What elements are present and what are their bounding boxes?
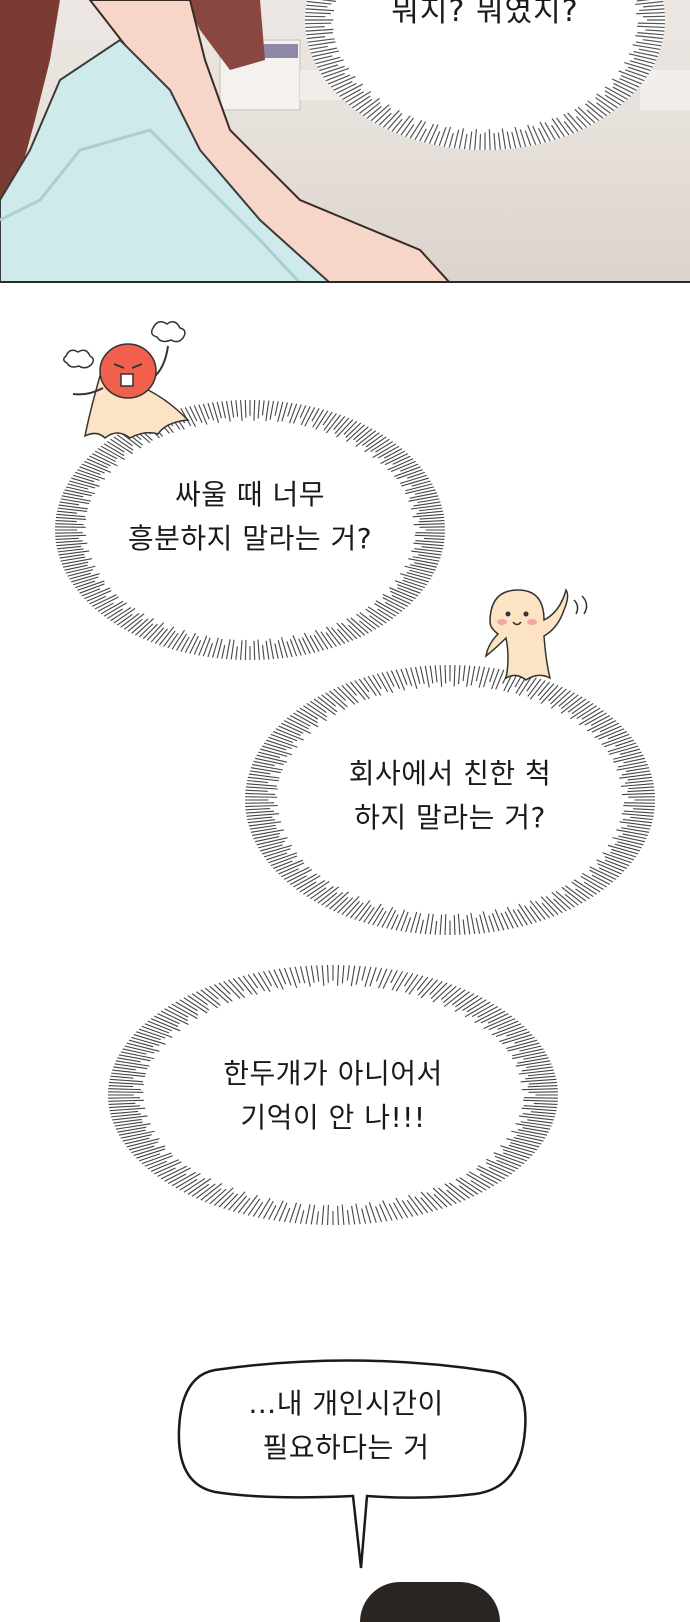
thought-bubble-2-line-1: 회사에서 친한 척: [240, 752, 660, 796]
happy-ghost-mascot: [470, 582, 600, 702]
character-head-partial: [360, 1582, 500, 1622]
angry-ghost-mascot: [58, 316, 208, 456]
character-illustration: [0, 0, 690, 283]
thought-bubble-3-line-1: 한두개가 아니어서: [103, 1052, 563, 1096]
thought-bubble-1-line-1: 싸울 때 너무: [50, 473, 450, 517]
thought-bubble-1-line-2: 흥분하지 말라는 거?: [50, 517, 450, 561]
top-bubble-text: 뭐지? 뭐였지?: [355, 0, 615, 30]
top-illustration-panel: 뭐지? 뭐였지?: [0, 0, 690, 283]
thought-bubble-2-line-2: 하지 말라는 거?: [240, 796, 660, 840]
speech-bubble-line-2: 필요하다는 거: [175, 1426, 517, 1470]
speech-bubble-line-1: …내 개인시간이: [175, 1382, 517, 1426]
thought-bubble-3: 한두개가 아니어서 기억이 안 나!!!: [103, 960, 563, 1230]
thought-bubble-3-line-2: 기억이 안 나!!!: [103, 1096, 563, 1140]
speech-bubble: …내 개인시간이 필요하다는 거: [175, 1360, 535, 1580]
